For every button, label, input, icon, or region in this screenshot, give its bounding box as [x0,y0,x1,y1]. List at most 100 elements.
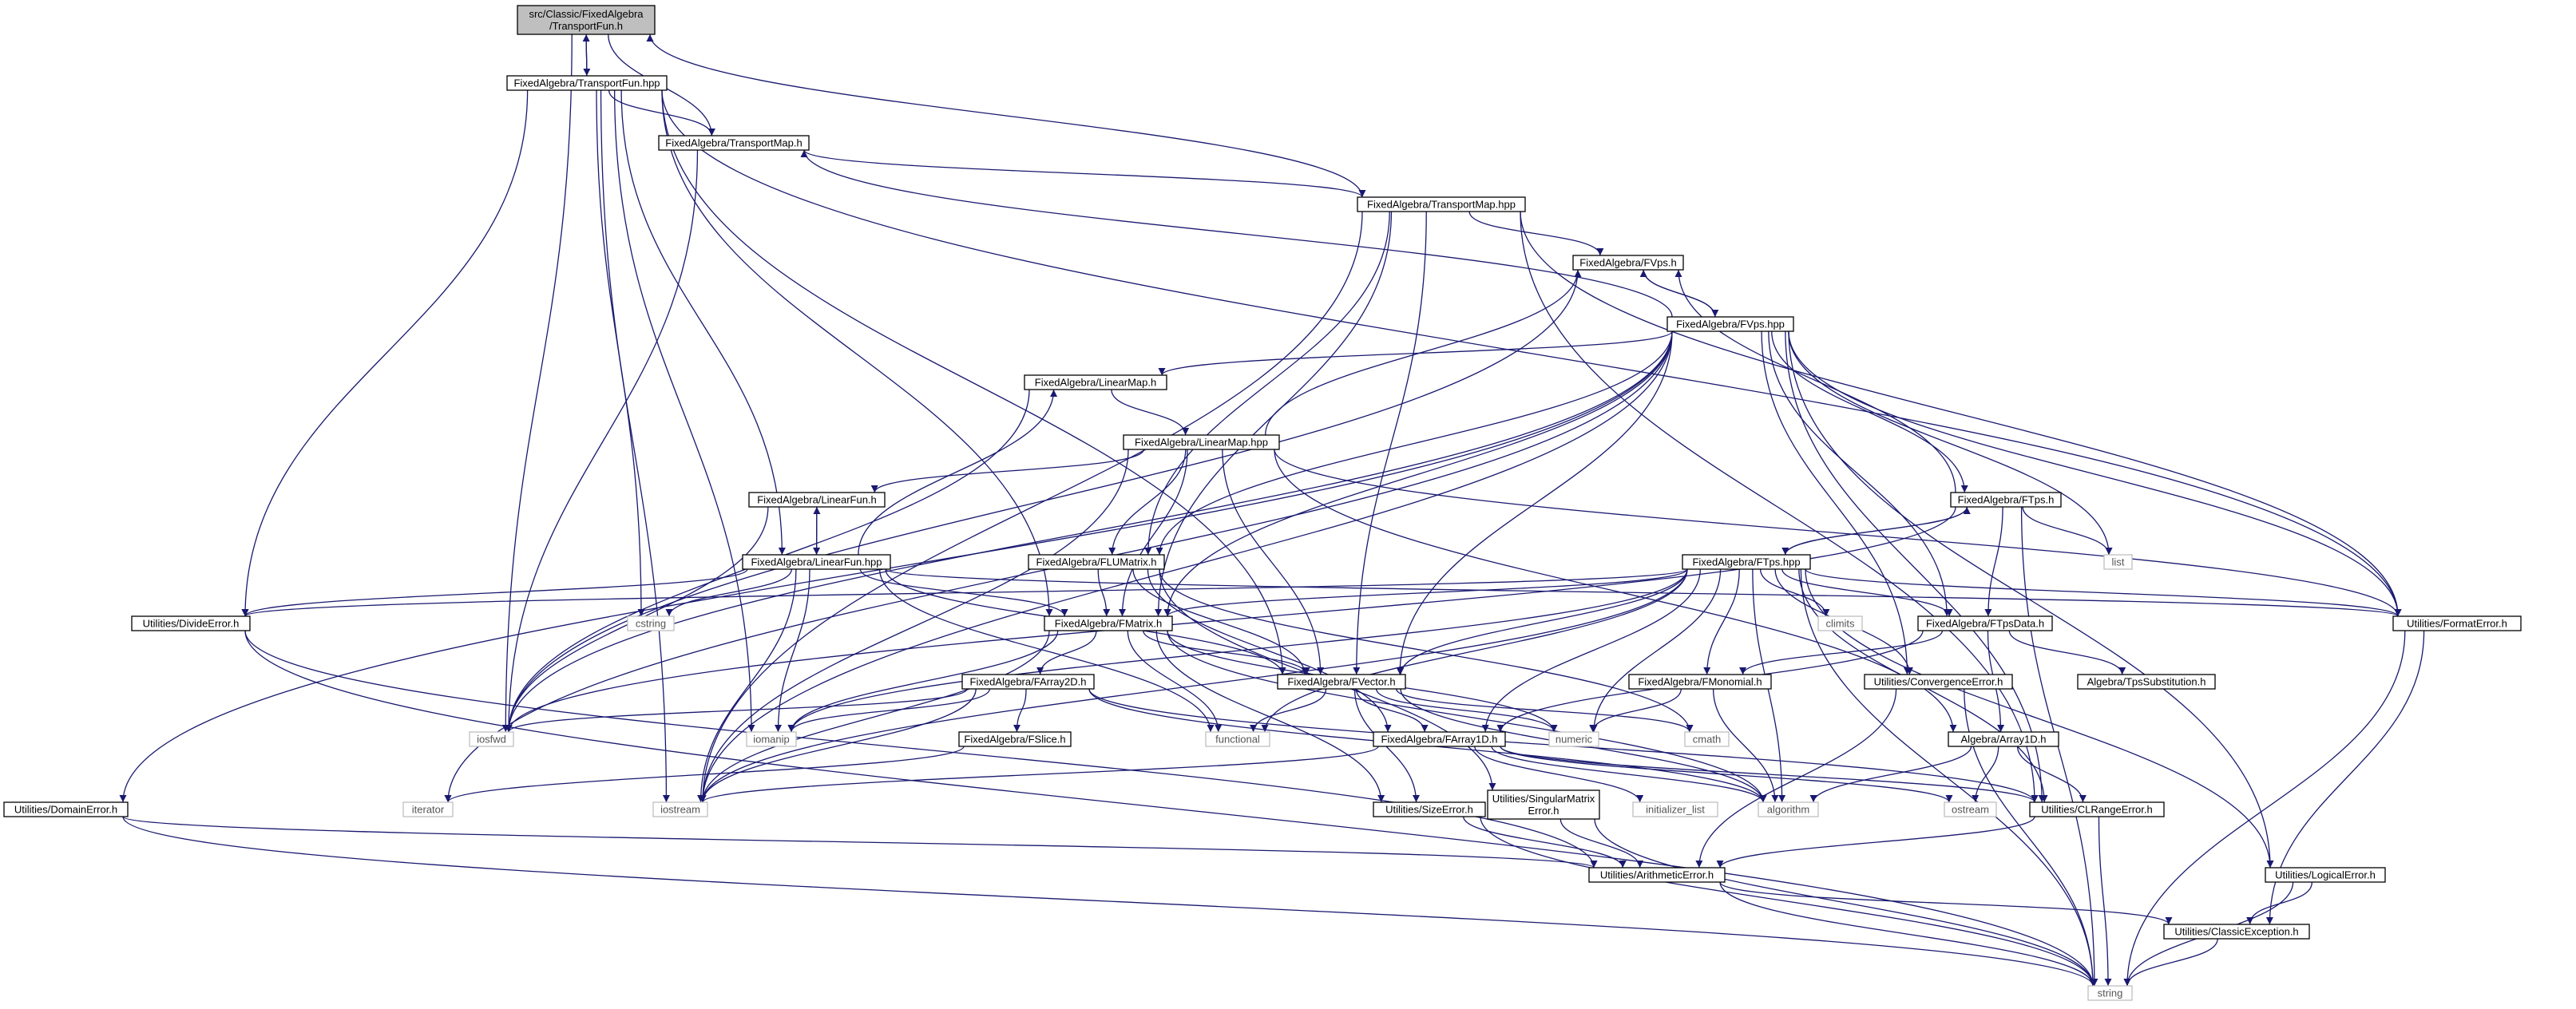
node-box [2087,985,2133,1001]
edge-farray1d_h-to-initializer_list [1474,746,1644,803]
edge-ftps_h-to-list [2022,506,2113,556]
node-layer: src/Classic/FixedAlgebra/TransportFun.hF… [3,5,2522,1001]
edge-transportmap_h-to-transportmap_hpp [803,149,1366,198]
node-transportmap-hpp[interactable]: FixedAlgebra/TransportMap.hpp [1357,196,1526,212]
node-box [1277,674,1406,690]
node-farray1d-h[interactable]: FixedAlgebra/FArray1D.h [1373,731,1506,747]
edge-fvps_hpp-to-linearmap_h [1158,330,1673,376]
node-list[interactable]: list [2103,554,2133,570]
node-iomanip[interactable]: iomanip [746,731,797,747]
node-box [1682,554,1811,570]
edge-linearmap_hpp-to-linearfun_h [870,449,1144,493]
edge-layer [119,34,2425,987]
node-climits[interactable]: climits [1817,615,1863,631]
node-box [2077,674,2216,690]
node-flumatrix-h[interactable]: FixedAlgebra/FLUMatrix.h [1028,554,1165,570]
edge-flumatrix_h-to-cmath [1159,568,1694,733]
edge-fvps_hpp-to-flumatrix_h [1155,330,1673,556]
edge-farray1d_h-to-ostream [1500,746,1953,803]
node-label: numeric [1556,734,1593,746]
node-clrangeerror-h[interactable]: Utilities/CLRangeError.h [2029,801,2165,817]
edge-transportfun_hpp-to-linearfun_hpp [620,89,786,556]
edge-singularmatrix_h-to-string [1594,818,2097,987]
node-farray2d-h[interactable]: FixedAlgebra/FArray2D.h [961,674,1095,690]
node-linearfun-h[interactable]: FixedAlgebra/LinearFun.h [748,492,886,508]
edge-convergenceerror_h-to-arithmeticerror_h [1695,688,1897,869]
edge-fvps_hpp-to-domainerror_h [119,330,1673,803]
node-linearfun-hpp[interactable]: FixedAlgebra/LinearFun.hpp [742,554,891,570]
node-box [652,801,708,817]
edge-ftps_hpp-to-formaterror_h [1805,568,2402,617]
edge-dividerror_h-to-string [244,630,2097,987]
node-algorithm[interactable]: algorithm [1758,801,1819,817]
edge-fmatrix_h-to-iomanip [787,630,1059,733]
node-transportfun-hpp[interactable]: FixedAlgebra/TransportFun.hpp [506,75,668,91]
node-label: Error.h [1528,805,1559,817]
node-ftps-hpp[interactable]: FixedAlgebra/FTps.hpp [1682,554,1811,570]
edge-ftps_hpp-to-iostream [699,568,1688,803]
node-iterator[interactable]: iterator [402,801,454,817]
node-logicalerror-h[interactable]: Utilities/LogicalError.h [2265,867,2386,883]
node-domainerror-h[interactable]: Utilities/DomainError.h [3,801,129,817]
node-array1d-h[interactable]: Algebra/Array1D.h [1948,731,2059,747]
node-label: FixedAlgebra/FTps.h [1958,494,2055,506]
node-linearmap-hpp[interactable]: FixedAlgebra/LinearMap.hpp [1123,434,1280,450]
node-initializer-list[interactable]: initializer_list [1632,801,1718,817]
node-transportmap-h[interactable]: FixedAlgebra/TransportMap.h [658,135,810,151]
node-box [1944,801,1997,817]
node-box [2392,615,2522,631]
node-box [469,731,514,747]
node-box [742,554,891,570]
node-box [2163,924,2310,940]
node-dividerror-h[interactable]: Utilities/DivideError.h [131,615,251,631]
edge-transportmap_hpp-to-fvps_h [1468,211,1604,256]
node-fvps-h[interactable]: FixedAlgebra/FVps.h [1572,255,1684,271]
edge-ftpsdata_h-to-fmonomial_h [1739,630,1944,675]
node-convergenceerror-h[interactable]: Utilities/ConvergenceError.h [1864,674,2013,690]
node-label: FixedAlgebra/LinearFun.h [757,494,877,506]
node-root[interactable]: src/Classic/FixedAlgebra/TransportFun.h [517,5,656,35]
edge-ftps_hpp-to-farray1d_h [1481,568,1701,733]
node-cstring[interactable]: cstring [627,615,675,631]
node-functional[interactable]: functional [1205,731,1270,747]
node-box [1548,731,1599,747]
edge-fslice_h-to-iterator [444,746,965,803]
edge-fvector_h-to-numeric [1376,688,1558,733]
node-iosfwd[interactable]: iosfwd [469,731,514,747]
node-label: FixedAlgebra/FVps.hpp [1676,319,1785,330]
node-box [746,731,797,747]
node-ftps-h[interactable]: FixedAlgebra/FTps.h [1950,492,2062,508]
node-fvps-hpp[interactable]: FixedAlgebra/FVps.hpp [1666,316,1794,332]
node-box [2265,867,2386,883]
node-ftpsdata-h[interactable]: FixedAlgebra/FTpsData.h [1917,615,2053,631]
node-formaterror-h[interactable]: Utilities/FormatError.h [2392,615,2522,631]
node-fmonomial-h[interactable]: FixedAlgebra/FMonomial.h [1628,674,1772,690]
node-label: climits [1825,618,1855,630]
node-box [958,731,1072,747]
node-box [1123,434,1280,450]
node-classicexception-h[interactable]: Utilities/ClassicException.h [2163,924,2310,940]
node-string[interactable]: string [2087,985,2133,1001]
node-cmath[interactable]: cmath [1684,731,1730,747]
node-tpssubstitution-h[interactable]: Algebra/TpsSubstitution.h [2077,674,2216,690]
node-iostream[interactable]: iostream [652,801,708,817]
node-box [1948,731,2059,747]
edge-transportmap_hpp-to-fvector_h [1353,211,1427,675]
node-box [2029,801,2165,817]
node-numeric[interactable]: numeric [1548,731,1599,747]
node-sizeerror-h[interactable]: Utilities/SizeError.h [1373,801,1486,817]
node-fmatrix-h[interactable]: FixedAlgebra/FMatrix.h [1044,615,1173,631]
node-fvector-h[interactable]: FixedAlgebra/FVector.h [1277,674,1406,690]
node-arithmeticerror-h[interactable]: Utilities/ArithmeticError.h [1588,867,1726,883]
node-linearmap-h[interactable]: FixedAlgebra/LinearMap.h [1024,374,1167,390]
node-label: FixedAlgebra/TransportMap.hpp [1367,199,1516,211]
node-box [1487,789,1600,820]
node-box [1758,801,1819,817]
node-ostream[interactable]: ostream [1944,801,1997,817]
edge-fvector_h-to-farray1d_h [1355,688,1429,733]
node-label: Algebra/TpsSubstitution.h [2087,676,2206,688]
edge-sizeerror_h-to-string [1480,816,2097,987]
node-label: FixedAlgebra/LinearMap.h [1035,377,1156,389]
node-fslice-h[interactable]: FixedAlgebra/FSlice.h [958,731,1072,747]
